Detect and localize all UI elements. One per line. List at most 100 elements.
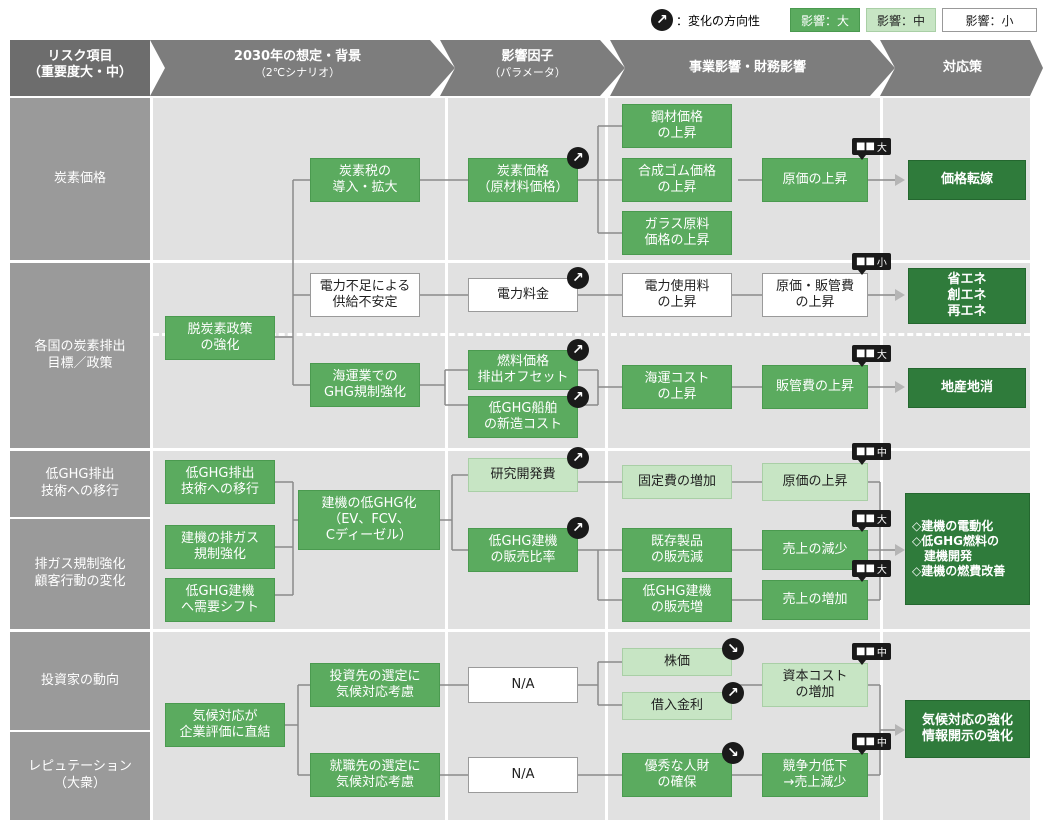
node-existing-sales: 既存製品 の販売減: [622, 528, 732, 572]
badge-icon: ■■: [856, 646, 875, 657]
badge-icon: ■■: [856, 563, 875, 574]
node-na-investor: N/A: [468, 667, 578, 703]
node-exhaust-regulation: 建機の排ガス 規制強化: [165, 525, 275, 569]
response-machine: ◇建機の電動化 ◇低GHG燃料の 建機開発 ◇建機の燃費改善: [905, 493, 1030, 605]
column-divider: [605, 98, 608, 820]
node-lowghg-sales: 低GHG建機 の販売増: [622, 578, 732, 622]
column-divider: [445, 98, 448, 820]
row-label-exhaust-regulation: 排ガス規制強化 顧客行動の変化: [34, 557, 126, 589]
node-na-reputation: N/A: [468, 757, 578, 793]
legend-direction-label: ：変化の方向性: [676, 13, 761, 28]
impact-badge-medium: ■■中: [852, 643, 891, 665]
node-shipping-ghg: 海運業での GHG規制強化: [310, 363, 420, 407]
node-cost-sga-up: 原価・販管費 の上昇: [762, 273, 868, 317]
response-energy: 省エネ 創エネ 再エネ: [908, 268, 1026, 324]
direction-up-icon: ↗: [567, 339, 589, 361]
impact-badge-large: ■■大: [852, 138, 891, 160]
legend-impact-medium: 影響：中: [866, 8, 936, 32]
badge-icon: ■■: [856, 348, 875, 359]
node-sales-ratio: 低GHG建機 の販売比率: [468, 528, 578, 572]
node-glass-price: ガラス原料 価格の上昇: [622, 211, 732, 255]
badge-icon: ■■: [856, 513, 875, 524]
node-machine-low-ghg: 建機の低GHG化 （EV、FCV、 Cディーゼル）: [298, 490, 440, 550]
direction-up-icon: ↗: [567, 386, 589, 408]
badge-label: 中: [876, 448, 887, 459]
node-talent: 優秀な人財 の確保: [622, 753, 732, 797]
direction-arrow-icon: ↗: [651, 9, 673, 31]
node-fixed-cost: 固定費の増加: [622, 465, 732, 499]
impact-badge-large: ■■大: [852, 560, 891, 582]
legend-impact-large: 影響：大: [790, 8, 860, 32]
row-label-panel-4: [10, 519, 150, 629]
node-borrow-rate: 借入金利: [622, 692, 732, 720]
direction-down-icon: ↘: [722, 742, 744, 764]
row-label-panel-6: [10, 732, 150, 820]
row-label-panel-2: [10, 263, 150, 448]
node-ship-cost: 低GHG船舶 の新造コスト: [468, 396, 578, 438]
node-rnd-cost: 研究開発費: [468, 458, 578, 492]
node-rubber-price: 合成ゴム価格 の上昇: [622, 158, 732, 202]
badge-icon: ■■: [856, 256, 875, 267]
response-local-production: 地産地消: [908, 368, 1026, 408]
node-power-price: 電力料金: [468, 278, 578, 312]
node-carbon-tax: 炭素税の 導入・拡大: [310, 158, 420, 202]
node-cost-up-2: 原価の上昇: [762, 463, 868, 501]
node-sales-up: 売上の増加: [762, 580, 868, 620]
impact-badge-medium: ■■中: [852, 733, 891, 755]
node-stock-price: 株価: [622, 648, 732, 676]
row-label-panel-5: [10, 632, 150, 730]
node-carbon-price-factor: 炭素価格 （原材料価格）: [468, 158, 578, 202]
badge-label: 大: [876, 143, 887, 154]
node-demand-shift: 低GHG建機 へ需要シフト: [165, 578, 275, 622]
node-power-usage: 電力使用料 の上昇: [622, 273, 732, 317]
badge-label: 中: [876, 738, 887, 749]
header-factor-sub: （パラメータ）: [489, 66, 566, 79]
header-bar: [10, 40, 1043, 96]
row-label-panel-1: [10, 98, 150, 260]
badge-icon: ■■: [856, 141, 875, 152]
dashed-separator: [153, 333, 1030, 336]
header-business-impact: 事業影響・財務影響: [688, 60, 806, 75]
row-label-reputation: レピュテーション （大衆）: [28, 759, 132, 791]
header-factor-title: 影響因子: [501, 49, 554, 64]
header-risk-items: リスク項目 （重要度大・中）: [27, 49, 132, 80]
row-label-panel-3: [10, 451, 150, 517]
direction-up-icon: ↗: [567, 517, 589, 539]
direction-up-icon: ↗: [567, 267, 589, 289]
node-decarb-policy: 脱炭素政策 の強化: [165, 316, 275, 360]
node-fuel-price: 燃料価格 排出オフセット: [468, 350, 578, 390]
node-capital-cost: 資本コスト の増加: [762, 663, 868, 707]
response-climate: 気候対応の強化 情報開示の強化: [905, 700, 1030, 758]
header-assumption-sub: （2℃シナリオ）: [254, 66, 341, 79]
legend-impact-small: 影響：小: [942, 8, 1037, 32]
node-sga-up: 販管費の上昇: [762, 365, 868, 409]
node-steel-price: 鋼材価格 の上昇: [622, 104, 732, 148]
direction-up-icon: ↗: [567, 147, 589, 169]
node-low-ghg-tech: 低GHG排出 技術への移行: [165, 460, 275, 504]
badge-label: 大: [876, 515, 887, 526]
header-response: 対応策: [942, 60, 982, 75]
impact-badge-large: ■■大: [852, 510, 891, 532]
direction-up-icon: ↗: [722, 682, 744, 704]
node-investor-selection: 投資先の選定に 気候対応考慮: [310, 663, 440, 707]
direction-up-icon: ↗: [567, 447, 589, 469]
node-shipping-cost: 海運コスト の上昇: [622, 365, 732, 409]
node-sales-down: 売上の減少: [762, 530, 868, 570]
badge-label: 小: [876, 258, 887, 269]
row-label-investor-trends: 投資家の動向: [40, 672, 119, 688]
badge-icon: ■■: [856, 736, 875, 747]
node-cost-up: 原価の上昇: [762, 158, 868, 202]
content-panel-1: [153, 98, 1030, 260]
badge-icon: ■■: [856, 446, 875, 457]
direction-down-icon: ↘: [722, 638, 744, 660]
row-label-carbon-price: 炭素価格: [53, 170, 106, 186]
node-competitiveness: 競争力低下 →売上減少: [762, 753, 868, 797]
badge-label: 大: [876, 350, 887, 361]
node-power-shortage: 電力不足による 供給不安定: [310, 273, 420, 317]
header-assumption-title: 2030年の想定・背景: [233, 49, 362, 64]
badge-label: 大: [876, 565, 887, 576]
node-job-selection: 就職先の選定に 気候対応考慮: [310, 753, 440, 797]
impact-badge-small: ■■小: [852, 253, 891, 275]
impact-badge-large: ■■大: [852, 345, 891, 367]
